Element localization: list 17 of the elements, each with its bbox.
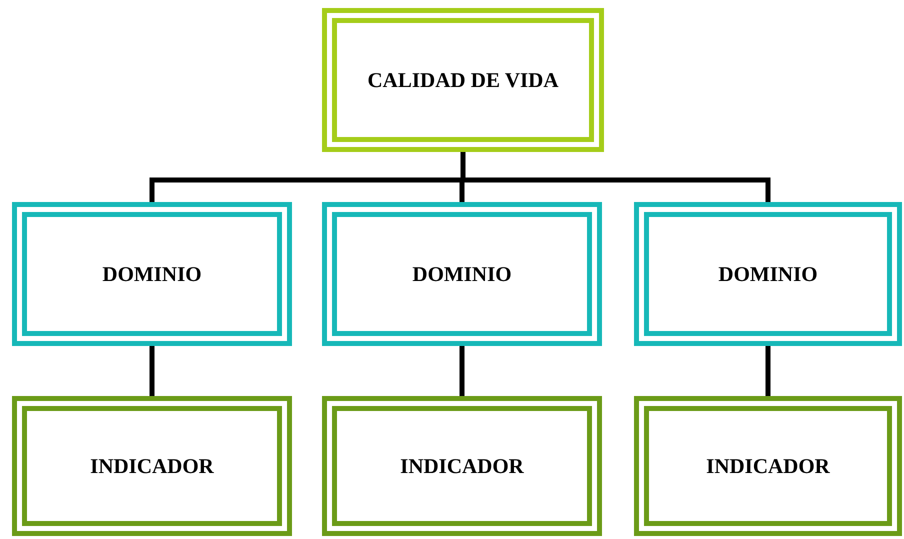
double-border-box (322, 8, 604, 152)
connector-line (460, 346, 464, 396)
double-border-box (634, 396, 902, 536)
double-border-box (322, 396, 602, 536)
box-label: CALIDAD DE VIDA (368, 66, 558, 94)
box-label: INDICADOR (400, 452, 524, 480)
double-border-box (12, 202, 292, 346)
box-label: INDICADOR (90, 452, 214, 480)
connector-line (766, 346, 770, 396)
connector-line (150, 346, 154, 396)
box-label: DOMINIO (718, 260, 818, 288)
box-label: DOMINIO (102, 260, 202, 288)
double-border-box (634, 202, 902, 346)
double-border-box (322, 202, 602, 346)
box-label: INDICADOR (706, 452, 830, 480)
double-border-box (12, 396, 292, 536)
box-label: DOMINIO (412, 260, 512, 288)
